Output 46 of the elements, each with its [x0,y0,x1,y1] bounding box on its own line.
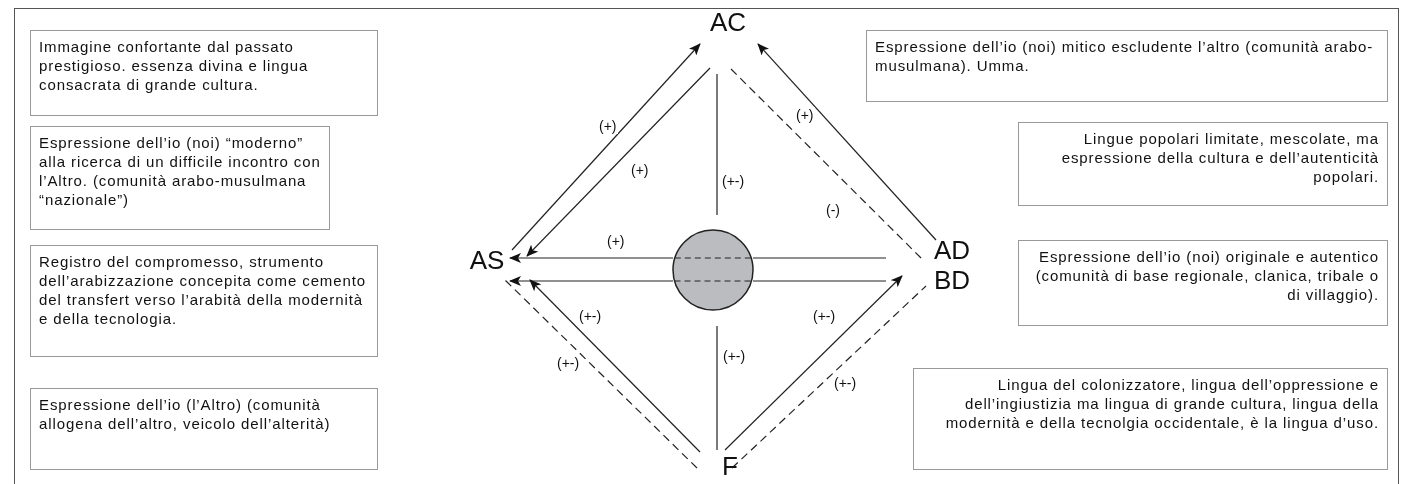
arrow [509,276,674,286]
arrow [509,253,674,263]
node-label: AC [709,7,747,37]
edge-label: (-) [825,202,841,218]
description-text: Espressione dell’io (l’Altro) (comunità allogena dell’altro, veicolo dell’alterità) [39,395,332,433]
text-box [30,245,378,357]
text-box [1018,122,1388,206]
edge-label: (+-) [833,375,858,391]
description-text: Registro del compromesso, strumento dell’arabizzazione concepita come cemento del transfert verso l’arabità della modernità e della tecnologia. [39,252,368,328]
node-label: BD [933,265,971,295]
node-label: AS [469,245,505,275]
connector-line [504,279,698,469]
edge-label: (+-) [722,348,747,364]
edge-label: (+-) [721,173,746,189]
text-box [913,368,1388,470]
text-box [866,30,1388,102]
description-text: Lingue popolari limitate, mescolate, ma espressione della cultura e dell’autenticità popolari. [1060,129,1379,186]
connector-line [729,67,922,259]
connector-line [752,257,887,259]
edge-label: (+) [630,162,650,178]
text-box [1018,240,1388,326]
text-box [30,126,330,230]
edge-label: (+) [598,118,618,134]
connector-line [731,285,927,469]
node-label: F [722,451,738,481]
arrow [724,275,903,451]
connector-line [752,280,887,282]
text-box [30,388,378,470]
arrow [526,67,711,257]
description-text: Espressione dell’io (noi) “moderno” alla ricerca di un difficile incontro con l’Altro. (comunità arabo-musulmana “nazionale”) [39,133,321,209]
edge-label: (+) [606,233,626,249]
arrow [511,43,701,251]
description-text: Lingua del colonizzatore, lingua dell’oppressione e dell’ingiustizia ma lingua di grande cultura, lingua della modernità e della tecnolgia occidentale, è la lingua d’uso. [944,375,1379,432]
description-text: Espressione dell’io (noi) originale e autentico (comunità di base regionale, clanica, tribale o di villaggio). [1034,247,1379,304]
arrow [757,43,937,241]
connector-line [716,73,718,216]
edge-label: (+-) [556,355,581,371]
connector-line [716,325,718,451]
description-text: Immagine confortante dal passato prestigioso. essenza divina e lingua consacrata di grande cultura. [39,37,310,94]
arrow [529,279,701,453]
edge-label: (+-) [578,308,603,324]
edge-label: (+-) [812,308,837,324]
edge-label: (+) [795,107,815,123]
text-box [30,30,378,116]
node-label: AD [933,235,971,265]
description-text: Espressione dell’io (noi) mitico escludente l’altro (comunità arabo-musulmana). Umma. [875,37,1375,75]
